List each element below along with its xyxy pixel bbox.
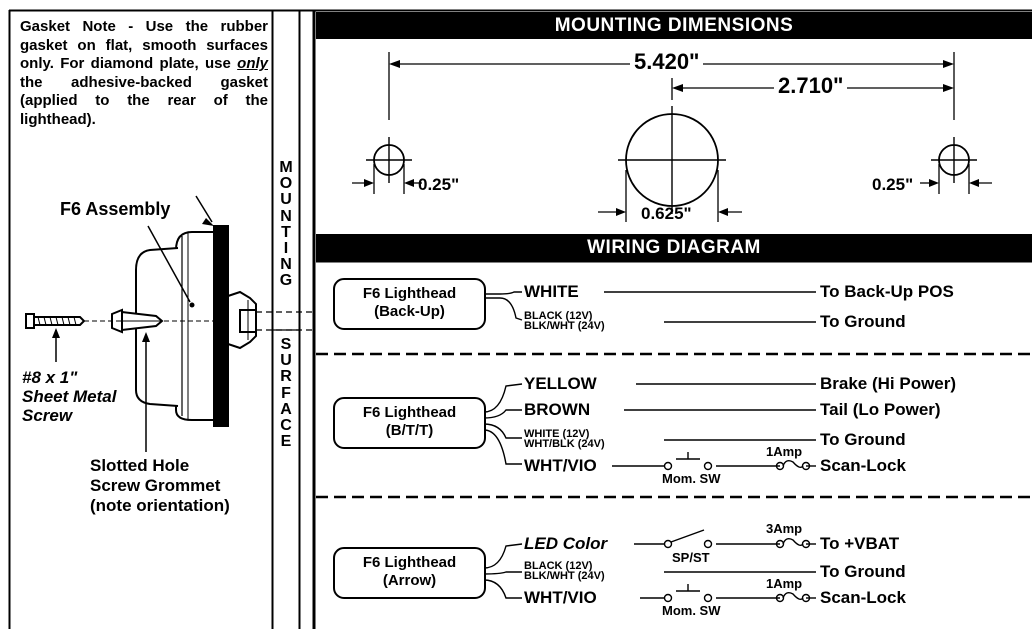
arrow-lighthead-box: F6 Lighthead (Arrow): [333, 547, 486, 599]
mounting-label: M O U N T I N G: [276, 159, 296, 290]
surface-gap: [256, 311, 314, 331]
arrow-wire-whtvio: WHT/VIO: [524, 588, 597, 607]
gasket-note-only: only: [237, 55, 268, 72]
arrow-mom-switch-label: Mom. SW: [662, 603, 721, 618]
surface-letter: S: [280, 336, 292, 353]
dim-total-span: 5.420": [630, 49, 704, 75]
box-line: F6 Lighthead: [362, 554, 457, 571]
surface-letter: U: [280, 352, 292, 370]
f6-assembly-label: F6 Assembly: [60, 199, 171, 219]
arrow-dest-ground: To Ground: [820, 562, 906, 581]
arrow-wire-blkwht: BLK/WHT (24V): [524, 570, 605, 582]
frame-lines: [8, 9, 1032, 629]
dim-small-hole-left: 0.25": [418, 175, 460, 194]
btt-mom-switch-label: Mom. SW: [662, 471, 721, 486]
mounting-letter: O: [279, 175, 293, 193]
box-line: F6 Lighthead: [362, 404, 457, 421]
btt-fuse-label: 1Amp: [766, 444, 803, 459]
grommet-label-1: Slotted Hole: [90, 456, 190, 475]
btt-lighthead-box: F6 Lighthead (B/T/T): [333, 397, 486, 449]
btt-wire-whtvio: WHT/VIO: [524, 456, 597, 475]
surface-letter: E: [280, 433, 292, 451]
wiring-dividers: [316, 352, 1032, 499]
backup-wire-blkwht: BLK/WHT (24V): [524, 320, 605, 332]
assembly-pointer-dot: [189, 302, 195, 308]
arrow-fuse-3amp-label: 3Amp: [766, 521, 803, 536]
backup-dest-pos: To Back-Up POS: [820, 282, 954, 301]
dim-center-hole: 0.625": [641, 204, 692, 223]
mounting-letter: M: [279, 159, 293, 176]
surface-letter: F: [281, 384, 291, 402]
grommet-label-3: (note orientation): [90, 496, 230, 515]
dim-half-span: 2.710": [774, 73, 848, 99]
mounting-dimensions-title: MOUNTING DIMENSIONS: [316, 12, 1032, 39]
arrow-fuse-1amp-label: 1Amp: [766, 576, 803, 591]
arrow-dest-vbat: To +VBAT: [820, 534, 900, 553]
btt-dest-scanlock: Scan-Lock: [820, 456, 906, 475]
btt-dest-ground: To Ground: [820, 430, 906, 449]
screw-label-1: #8 x 1": [22, 368, 78, 387]
surface-letter: R: [280, 368, 292, 386]
arrow-dest-scanlock: Scan-Lock: [820, 588, 906, 607]
mounting-letter: I: [283, 240, 289, 258]
mounting-holes: [366, 106, 977, 214]
mounting-letter: G: [279, 272, 293, 290]
gasket-note: Gasket Note - Use the rubber gasket on f…: [20, 18, 268, 129]
btt-wire-white: WHITE (12V): [524, 428, 590, 440]
backup-wire-white: WHITE: [524, 282, 579, 301]
surface-label: S U R F A C E: [276, 336, 296, 451]
arrow-wires: [483, 529, 816, 603]
backup-wires: [484, 291, 816, 323]
box-line: (B/T/T): [385, 422, 434, 439]
arrow-spst-label: SP/ST: [672, 550, 710, 565]
gasket-note-text-end: the adhesive-backed gasket (applied to t…: [20, 73, 268, 128]
mounting-letter: U: [280, 191, 292, 209]
backup-wire-black: BLACK (12V): [524, 310, 593, 322]
dim-small-hole-right: 0.25": [872, 175, 914, 194]
backup-lighthead-box: F6 Lighthead (Back-Up): [333, 278, 486, 330]
mounting-letter: N: [280, 207, 292, 225]
arrow-wire-black: BLACK (12V): [524, 560, 593, 572]
btt-wire-whtblk: WHT/BLK (24V): [524, 438, 605, 450]
btt-dest-brake: Brake (Hi Power): [820, 374, 957, 393]
surface-letter: A: [280, 400, 292, 418]
btt-wire-yellow: YELLOW: [524, 374, 597, 393]
grommet-label-2: Screw Grommet: [90, 476, 221, 495]
box-line: (Back-Up): [374, 303, 445, 320]
surface-letter: C: [280, 417, 292, 435]
dimension-arrowheads: [364, 60, 979, 216]
assembly-leaders: [55, 195, 213, 452]
box-line: (Arrow): [382, 572, 437, 589]
btt-wire-brown: BROWN: [524, 400, 591, 419]
box-line: F6 Lighthead: [362, 285, 457, 302]
assembly-arrowheads: [52, 218, 214, 342]
wiring-diagram-title: WIRING DIAGRAM: [316, 234, 1032, 261]
mounting-letter: T: [281, 223, 291, 241]
mounting-letter: N: [280, 256, 292, 274]
btt-wires: [483, 383, 816, 471]
screw-label-2: Sheet Metal: [22, 387, 117, 406]
btt-dest-tail: Tail (Lo Power): [820, 400, 941, 419]
gasket-note-text: Gasket Note - Use the rubber gasket on f…: [20, 18, 268, 72]
arrow-wire-led-color: LED Color: [524, 534, 608, 553]
backup-dest-ground: To Ground: [820, 312, 906, 331]
screw-label-3: Screw: [22, 406, 73, 425]
